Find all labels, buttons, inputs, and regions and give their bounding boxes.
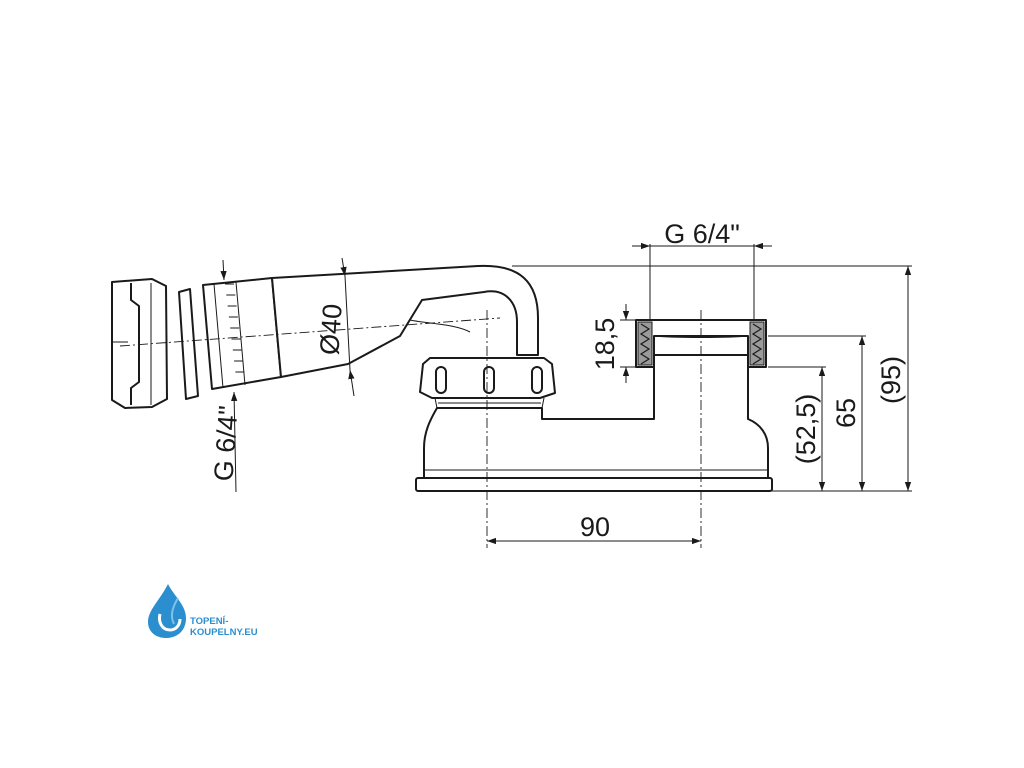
logo-line-2: KOUPELNY.EU [190, 627, 258, 638]
dim-thread-inlet: G 6/4" [208, 405, 243, 483]
water-drop-icon [148, 584, 186, 638]
logo-line-1: TOPENÍ- [190, 616, 228, 627]
center-nut [419, 357, 556, 409]
dim-thread-height: 18,5 [590, 318, 620, 371]
brand-logo: TOPENÍ- KOUPELNY.EU [148, 584, 258, 638]
trap-body [415, 354, 773, 492]
center-lines [119, 310, 702, 548]
dim-height-inner: (52,5) [791, 394, 821, 465]
elbow-pipe [271, 264, 539, 378]
dimension-lines [220, 242, 912, 545]
threaded-connector [202, 277, 282, 390]
dim-width: 90 [580, 512, 610, 542]
dim-height-total: (95) [876, 356, 906, 404]
union-nut [111, 278, 168, 409]
outlet-thread [635, 319, 767, 368]
dim-height-mid: 65 [831, 398, 861, 428]
dim-pipe-diameter: Ø40 [314, 303, 347, 356]
seal-ring [178, 288, 199, 400]
dim-thread-outlet: G 6/4" [664, 219, 740, 249]
